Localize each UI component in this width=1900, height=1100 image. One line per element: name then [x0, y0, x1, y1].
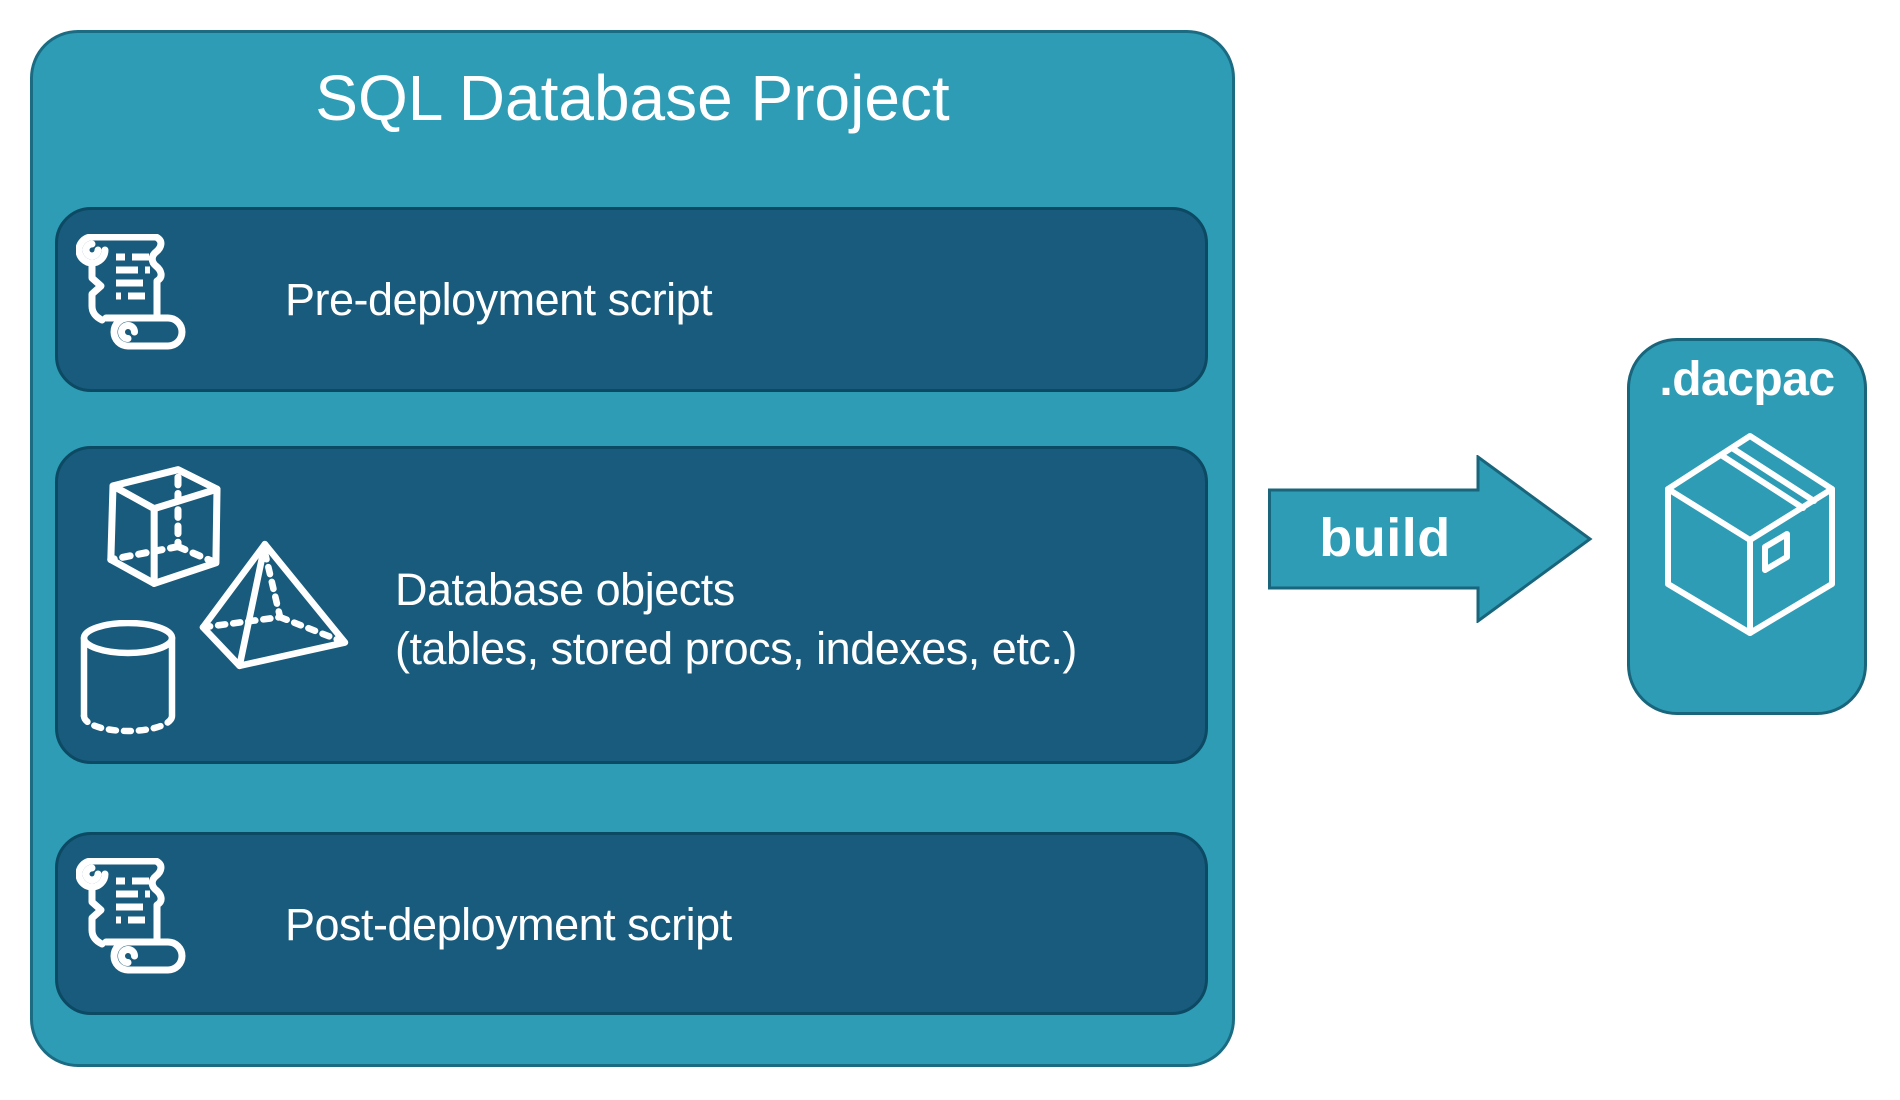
pre-deployment-panel	[55, 207, 1208, 392]
database-objects-panel	[55, 446, 1208, 764]
database-objects-label: Database objects (tables, stored procs, …	[395, 560, 1155, 678]
scroll-icon	[76, 234, 186, 350]
package-icon	[1665, 433, 1835, 636]
scroll-icon	[76, 858, 186, 974]
dacpac-label: .dacpac	[1659, 353, 1835, 406]
cylinder-icon	[80, 620, 176, 735]
build-label: build	[1319, 508, 1451, 568]
pre-deployment-label: Pre-deployment script	[285, 273, 713, 325]
database-objects-line2: (tables, stored procs, indexes, etc.)	[395, 623, 1077, 674]
database-objects-line1: Database objects	[395, 564, 735, 615]
post-deployment-label: Post-deployment script	[285, 898, 732, 950]
post-deployment-panel	[55, 832, 1208, 1015]
project-title: SQL Database Project	[315, 62, 950, 134]
pyramid-icon	[199, 540, 349, 670]
cube-icon	[107, 466, 221, 587]
build-arrow-icon	[1268, 455, 1593, 623]
